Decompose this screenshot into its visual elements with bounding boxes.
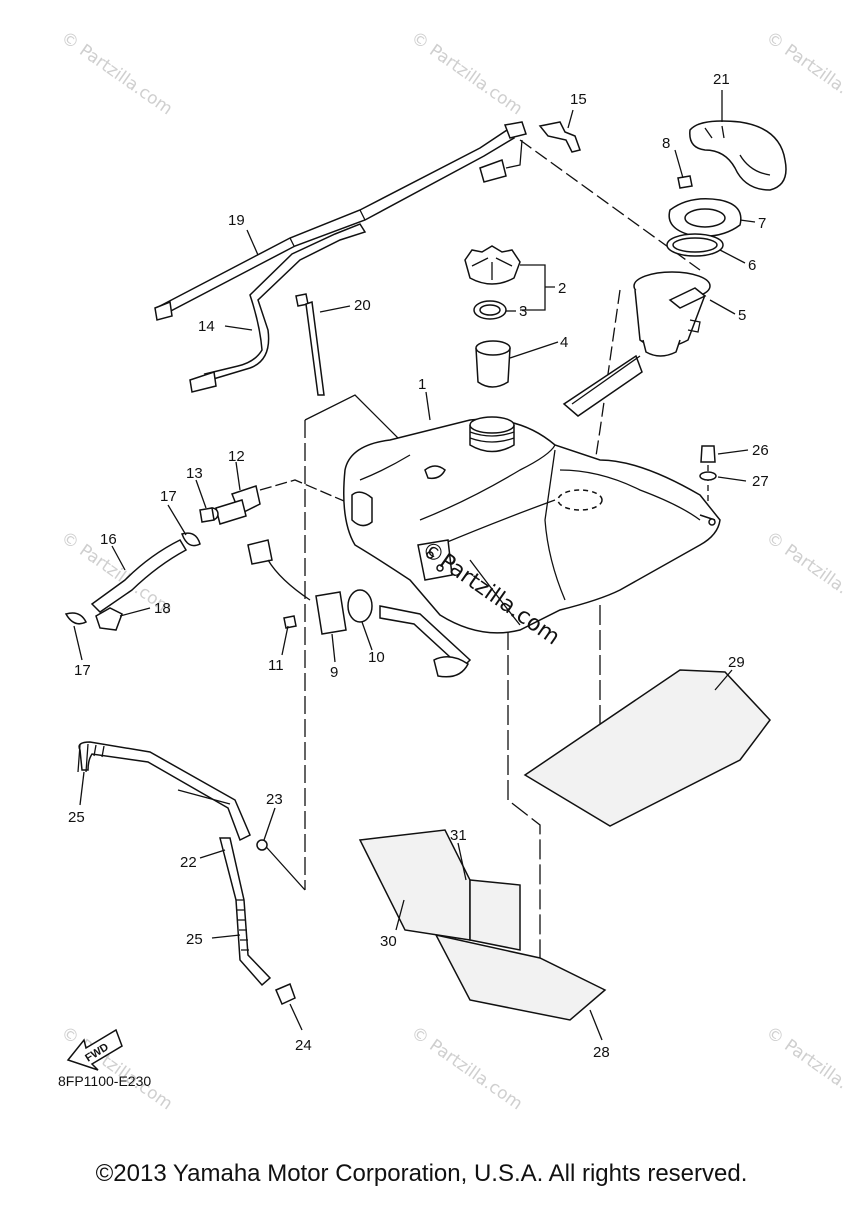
callout-14: 14 <box>198 318 215 335</box>
filler-neck <box>469 416 515 453</box>
fuel-cap <box>464 245 521 285</box>
callout-22: 22 <box>180 854 197 871</box>
callout-16: 16 <box>100 531 117 548</box>
drain-hose <box>77 741 296 1006</box>
callout-7: 7 <box>758 215 766 232</box>
callout-23: 23 <box>266 791 283 808</box>
callout-10: 10 <box>368 649 385 666</box>
watermark: © Partzilla.com <box>762 1023 843 1115</box>
fuel-hose <box>64 532 201 631</box>
lower-shields <box>358 829 607 1021</box>
filler-tube <box>475 340 511 388</box>
callout-12: 12 <box>228 448 245 465</box>
drawing-code: 8FP1100-E230 <box>58 1073 151 1089</box>
callout-9: 9 <box>330 664 338 681</box>
callout-4: 4 <box>560 334 568 351</box>
pump-retainer <box>689 120 787 191</box>
callout-27: 27 <box>752 473 769 490</box>
fuel-pump <box>562 271 711 417</box>
washer <box>699 471 717 481</box>
pump-plate <box>668 198 742 237</box>
callout-8: 8 <box>662 135 670 152</box>
callout-21: 21 <box>713 71 730 88</box>
callout-6: 6 <box>748 257 756 274</box>
cable-tie <box>295 293 325 396</box>
watermark: © Partzilla.com <box>762 528 843 620</box>
watermark: © Partzilla.com <box>407 1023 526 1115</box>
callout-28: 28 <box>593 1044 610 1061</box>
callout-11: 11 <box>268 657 284 674</box>
watermark: © Partzilla.com <box>57 28 176 120</box>
callout-17a: 17 <box>160 488 177 505</box>
fuel-cock <box>199 485 261 525</box>
callout-19: 19 <box>228 212 245 229</box>
plate-29 <box>523 669 771 827</box>
callout-15: 15 <box>570 91 587 108</box>
nut <box>677 175 693 189</box>
fuel-sender <box>247 539 472 678</box>
callout-18: 18 <box>154 600 171 617</box>
leader-lines <box>73 90 756 1041</box>
collar <box>700 445 716 463</box>
watermark: © Partzilla.com <box>407 28 526 120</box>
callout-30: 30 <box>380 933 397 950</box>
callout-2: 2 <box>558 280 566 297</box>
hose-bracket <box>538 121 581 153</box>
callout-25b: 25 <box>186 931 203 948</box>
callout-20: 20 <box>354 297 371 314</box>
breather-hoses <box>154 121 527 393</box>
callout-5: 5 <box>738 307 746 324</box>
watermark: © Partzilla.com <box>762 28 843 120</box>
callout-31: 31 <box>450 827 467 844</box>
callout-13: 13 <box>186 465 203 482</box>
callout-17b: 17 <box>74 662 91 679</box>
copyright-notice: ©2013 Yamaha Motor Corporation, U.S.A. A… <box>95 1160 748 1187</box>
fuel-tank <box>343 418 721 634</box>
callout-24: 24 <box>295 1037 312 1054</box>
callout-labels: 1 2 3 4 5 6 7 8 9 10 11 12 13 14 15 16 1… <box>68 71 769 1061</box>
callout-29: 29 <box>728 654 745 671</box>
callout-26: 26 <box>752 442 769 459</box>
callout-1: 1 <box>418 376 426 393</box>
callout-25a: 25 <box>68 809 85 826</box>
callout-3: 3 <box>519 303 527 320</box>
